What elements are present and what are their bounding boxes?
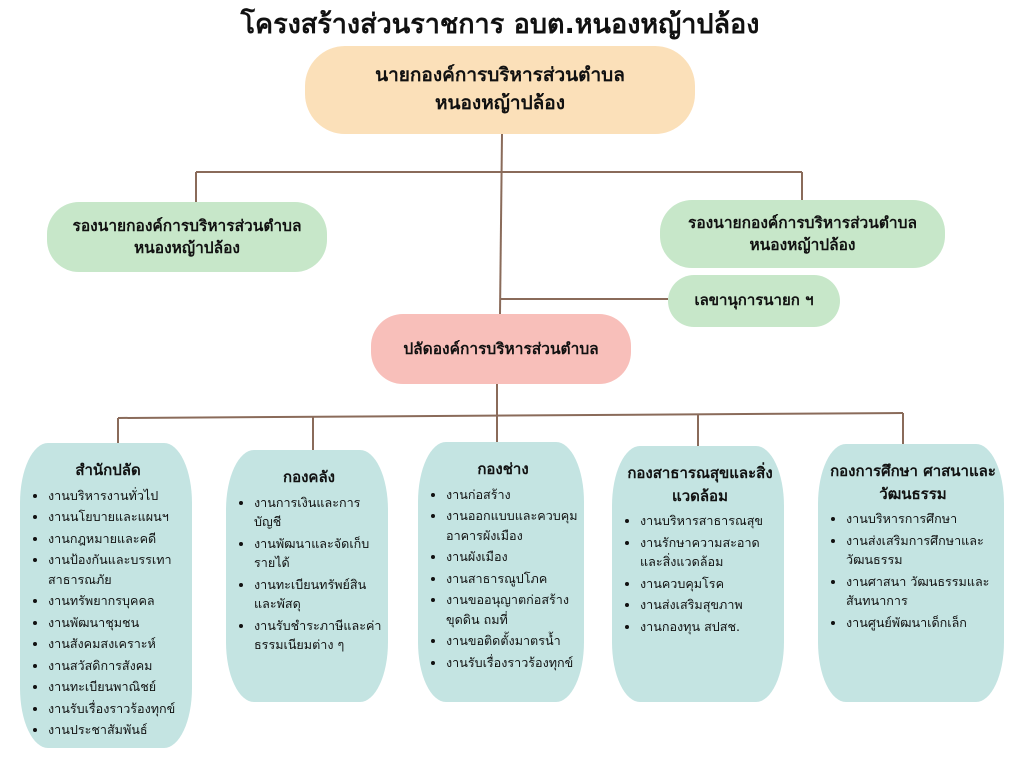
list-item: งานทะเบียนทรัพย์สินและพัสดุ — [254, 575, 382, 614]
secretary-label: เลขานุการนายก ฯ — [694, 291, 814, 310]
dept-education: กองการศึกษา ศาสนาและวัฒนธรรม งานบริหารกา… — [818, 444, 1004, 702]
dept-public-health: กองสาธารณสุขและสิ่งแวดล้อม งานบริหารสาธา… — [612, 446, 784, 702]
list-item: งานบริหารการศึกษา — [846, 509, 998, 529]
dept-engineering: กองช่าง งานก่อสร้าง งานออกแบบและควบคุมอา… — [418, 442, 584, 702]
list-item: งานนโยบายและแผนฯ — [48, 507, 186, 527]
chief-executive-line1: นายกองค์การบริหารส่วนตำบล — [375, 64, 625, 87]
list-item: งานสวัสดิการสังคม — [48, 656, 186, 676]
list-item: งานส่งเสริมการศึกษาและวัฒนธรรม — [846, 531, 998, 570]
page-title: โครงสร้างส่วนราชการ อบต.หนองหญ้าปล้อง — [240, 9, 760, 40]
deputy-right-box: รองนายกองค์การบริหารส่วนตำบล หนองหญ้าปล้… — [660, 200, 945, 268]
list-item: งานควบคุมโรค — [640, 574, 778, 594]
list-item: งานรักษาความสะอาดและสิ่งแวดล้อม — [640, 533, 778, 572]
list-item: งานขออนุญาตก่อสร้างขุดดิน ถมที่ — [446, 590, 578, 629]
list-item: งานรับเรื่องราวร้องทุกข์ — [446, 653, 578, 673]
dept-title: กองสาธารณสุขและสิ่งแวดล้อม — [627, 464, 773, 505]
list-item: งานกฎหมายและคดี — [48, 529, 186, 549]
list-item: งานสังคมสงเคราะห์ — [48, 634, 186, 654]
list-item: งานศูนย์พัฒนาเด็กเล็ก — [846, 613, 998, 633]
palad-box: ปลัดองค์การบริหารส่วนตำบล — [371, 314, 631, 384]
deputy-left-line1: รองนายกองค์การบริหารส่วนตำบล — [72, 216, 302, 235]
dept-office-of-palad: สำนักปลัด งานบริหารงานทั่วไป งานนโยบายแล… — [20, 443, 192, 748]
list-item: งานออกแบบและควบคุมอาคารผังเมือง — [446, 506, 578, 545]
dept-title: กองคลัง — [283, 468, 335, 486]
deputy-left-box: รองนายกองค์การบริหารส่วนตำบล หนองหญ้าปล้… — [47, 202, 327, 272]
list-item: งานพัฒนาและจัดเก็บรายได้ — [254, 534, 382, 573]
list-item: งานศาสนา วัฒนธรรมและสันทนาการ — [846, 572, 998, 611]
secretary-box: เลขานุการนายก ฯ — [668, 275, 840, 327]
list-item: งานสาธารณูปโภค — [446, 569, 578, 589]
list-item: งานผังเมือง — [446, 547, 578, 567]
dept-finance: กองคลัง งานการเงินและการบัญชี งานพัฒนาแล… — [226, 450, 388, 702]
chief-executive-line2: หนองหญ้าปล้อง — [435, 92, 565, 114]
list-item: งานรับชำระภาษีและค่าธรรมเนียมต่าง ๆ — [254, 616, 382, 655]
deputy-right-line2: หนองหญ้าปล้อง — [749, 236, 856, 254]
list-item: งานกองทุน สปสช. — [640, 617, 778, 637]
list-item: งานบริหารสาธารณสุข — [640, 511, 778, 531]
chief-executive-box: นายกองค์การบริหารส่วนตำบล หนองหญ้าปล้อง — [305, 46, 695, 134]
list-item: งานทะเบียนพาณิชย์ — [48, 677, 186, 697]
dept-title: กองช่าง — [477, 460, 529, 478]
list-item: งานป้องกันและบรรเทาสาธารณภัย — [48, 550, 186, 589]
list-item: งานการเงินและการบัญชี — [254, 493, 382, 532]
list-item: งานทรัพยากรบุคคล — [48, 591, 186, 611]
list-item: งานประชาสัมพันธ์ — [48, 720, 186, 740]
list-item: งานขอติดตั้งมาตรน้ำ — [446, 631, 578, 651]
deputy-left-line2: หนองหญ้าปล้อง — [133, 239, 241, 257]
dept-title: กองการศึกษา ศาสนาและวัฒนธรรม — [830, 462, 996, 503]
list-item: งานส่งเสริมสุขภาพ — [640, 595, 778, 615]
list-item: งานพัฒนาชุมชน — [48, 613, 186, 633]
palad-label: ปลัดองค์การบริหารส่วนตำบล — [403, 339, 599, 358]
list-item: งานรับเรื่องราวร้องทุกข์ — [48, 699, 186, 719]
deputy-right-line1: รองนายกองค์การบริหารส่วนตำบล — [688, 213, 917, 232]
list-item: งานบริหารงานทั่วไป — [48, 486, 186, 506]
dept-title: สำนักปลัด — [75, 461, 141, 479]
list-item: งานก่อสร้าง — [446, 485, 578, 505]
